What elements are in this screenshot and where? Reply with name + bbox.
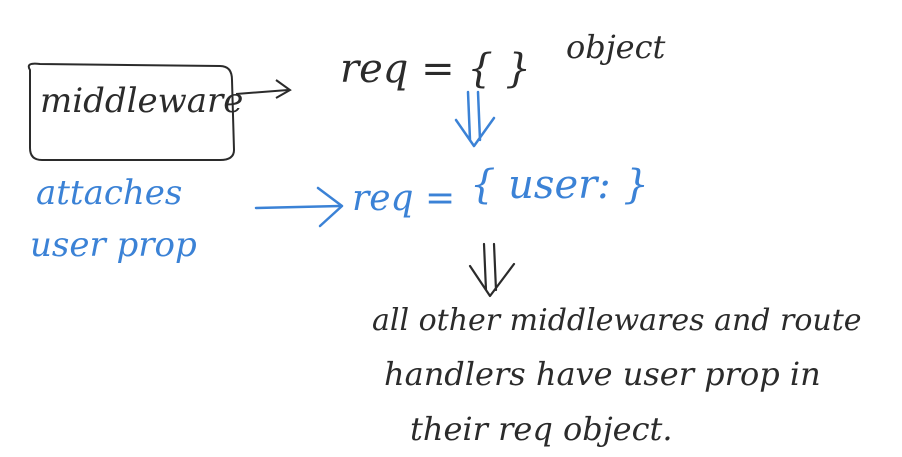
middleware-box-label: middleware (40, 81, 243, 121)
blue-arrow-to-req-head (316, 186, 344, 228)
mid-user-object: { user: } (470, 162, 649, 208)
black-down-arrow (468, 242, 516, 298)
bottom-note-line2: handlers have user prop in (384, 355, 821, 393)
blue-note-line1: attaches (36, 173, 182, 213)
bottom-note-line1: all other middlewares and route (372, 303, 862, 338)
bottom-note-line3: their req object. (410, 410, 673, 448)
mid-req-label: req = (352, 178, 455, 219)
arrow-box-to-req (235, 89, 289, 95)
arrow-box-to-req-head (275, 79, 292, 99)
top-req-expression: req = { } (340, 46, 531, 92)
top-object-label: object (566, 28, 666, 66)
blue-down-arrow (454, 90, 496, 148)
middleware-box (27, 62, 235, 161)
blue-note-line2: user prop (30, 225, 197, 265)
blue-arrow-to-req (254, 204, 342, 210)
